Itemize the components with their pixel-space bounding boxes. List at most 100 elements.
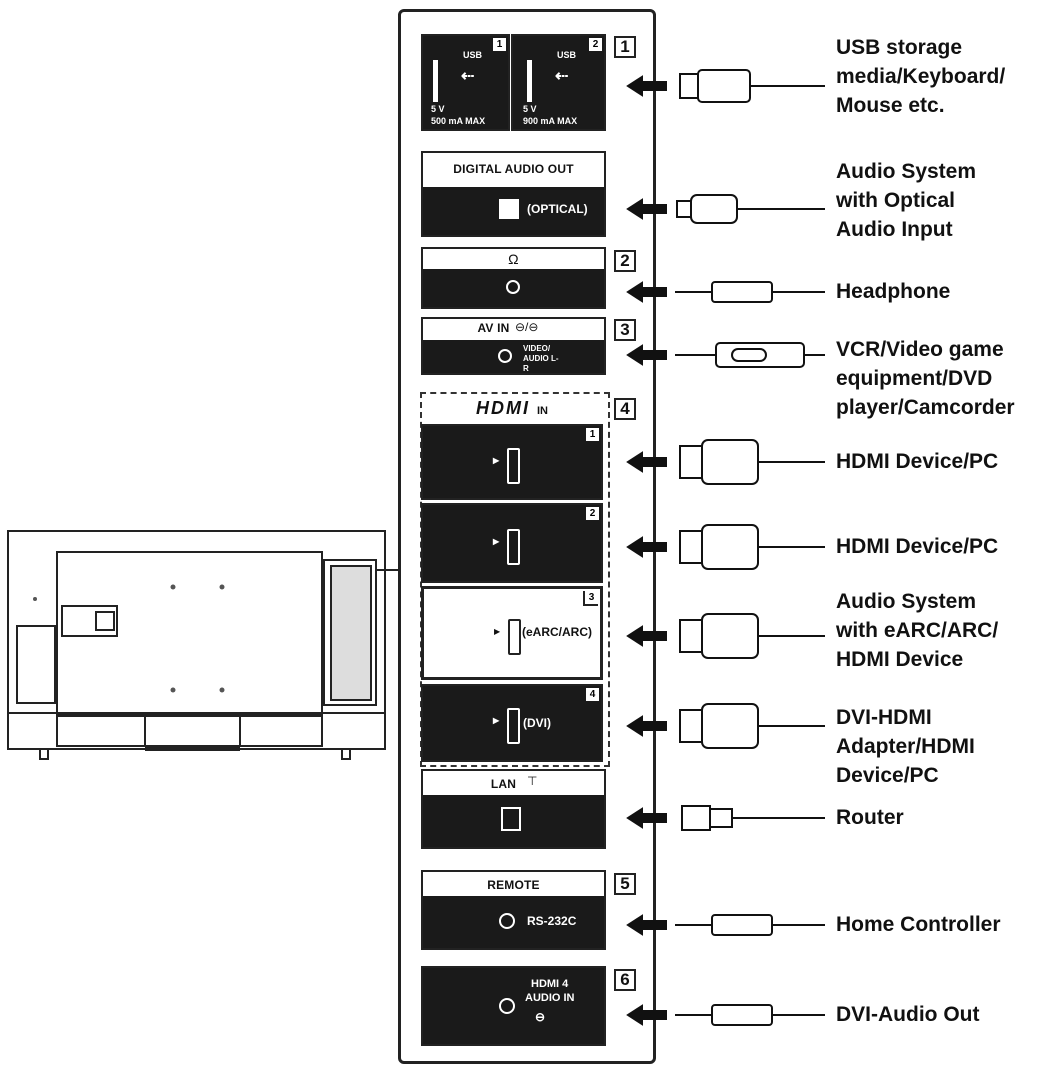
hdmi-in-text: IN bbox=[537, 405, 548, 417]
arrow-icon: ▶ bbox=[493, 456, 500, 465]
label-lan: Router bbox=[836, 803, 904, 832]
port-title: AV IN bbox=[477, 321, 510, 335]
label-dvi-audio: DVI-Audio Out bbox=[836, 1000, 979, 1029]
connection-panel bbox=[398, 9, 656, 1064]
label-line: HDMI Device/PC bbox=[836, 450, 999, 473]
port-panel: VIDEO/ AUDIO L-R bbox=[423, 340, 604, 373]
label-remote: Home Controller bbox=[836, 910, 1001, 939]
label-line: Audio Input bbox=[836, 218, 953, 241]
hdmi-port-4: 4 ▶ (DVI) bbox=[421, 684, 603, 762]
label-av: VCR/Video game equipment/DVD player/Camc… bbox=[836, 335, 1015, 422]
label-line: Mouse etc. bbox=[836, 94, 945, 117]
number-box-4: 4 bbox=[614, 398, 636, 420]
jack-icon bbox=[506, 280, 520, 294]
label-line: equipment/DVD bbox=[836, 367, 993, 390]
hdmi4-audio-in-port: HDMI 4 AUDIO IN ⊖ bbox=[421, 966, 606, 1046]
hdmi-port-number: 1 bbox=[586, 428, 599, 441]
hdmi-port-3: 3 ▶ (eARC/ARC) bbox=[421, 586, 603, 680]
label-line: HDMI Device bbox=[836, 648, 964, 671]
arrow-icon: ▶ bbox=[494, 627, 501, 636]
optical-jack bbox=[499, 199, 519, 219]
label-line: VCR/Video game bbox=[836, 338, 1004, 361]
port-panel bbox=[423, 269, 604, 307]
label-headphone: Headphone bbox=[836, 277, 950, 306]
port-subtitle: (DVI) bbox=[523, 716, 551, 730]
usb-port-title: USB bbox=[463, 50, 483, 60]
port-subtitle: RS-232C bbox=[527, 914, 577, 928]
arrow-icon: ▶ bbox=[493, 716, 500, 725]
number-box-6: 6 bbox=[614, 969, 636, 991]
usb-voltage: 5 V bbox=[523, 104, 537, 114]
port-subtitle: (eARC/ARC) bbox=[522, 625, 592, 639]
hdmi-logo: HDMI IN bbox=[421, 398, 603, 419]
network-icon: ⊤ bbox=[527, 774, 538, 788]
port-panel: RS-232C bbox=[423, 896, 604, 948]
label-line: Audio System bbox=[836, 160, 977, 183]
port-title: LAN bbox=[490, 777, 517, 791]
label-hdmi4: DVI-HDMI Adapter/HDMI Device/PC bbox=[836, 703, 975, 790]
usb-slot bbox=[527, 60, 532, 102]
label-hdmi1: HDMI Device/PC bbox=[836, 447, 998, 476]
usb-slot bbox=[433, 60, 438, 102]
jack-icon bbox=[498, 349, 512, 363]
label-optical: Audio System with Optical Audio Input bbox=[836, 157, 976, 244]
label-line: Adapter/HDMI bbox=[836, 735, 975, 758]
usb-icon: ⇠ bbox=[555, 68, 569, 85]
hdmi-port-1: 1 ▶ bbox=[421, 424, 603, 500]
port-panel bbox=[423, 795, 604, 847]
hdmi-slot bbox=[507, 708, 520, 744]
jack-icon bbox=[499, 998, 515, 1014]
label-line: Headphone bbox=[836, 280, 951, 303]
label-line: DVI-HDMI bbox=[836, 706, 932, 729]
hdmi-port-number: 2 bbox=[586, 507, 599, 520]
label-line: with Optical bbox=[836, 189, 956, 212]
hdmi-slot bbox=[508, 619, 521, 655]
port-subtitle: VIDEO/ AUDIO L-R bbox=[523, 344, 559, 373]
usb-current: 900 mA MAX bbox=[523, 116, 578, 126]
usb-current: 500 mA MAX bbox=[431, 116, 486, 126]
usb-voltage: 5 V bbox=[431, 104, 445, 114]
headphone-port: Ω bbox=[421, 247, 606, 309]
label-hdmi2: HDMI Device/PC bbox=[836, 532, 998, 561]
hdmi-slot bbox=[507, 448, 520, 484]
port-title-line-2: AUDIO IN bbox=[525, 992, 575, 1004]
label-line: media/Keyboard/ bbox=[836, 65, 1006, 88]
lan-port: LAN ⊤ bbox=[421, 769, 606, 849]
port-title-line-1: HDMI 4 bbox=[531, 978, 569, 990]
av-input-output-icon: ⊖/⊖ bbox=[515, 320, 539, 334]
port-title: DIGITAL AUDIO OUT bbox=[453, 162, 574, 176]
usb-port-title: USB bbox=[557, 50, 577, 60]
usb-icon: ⇠ bbox=[461, 68, 475, 85]
label-line: DVI-Audio Out bbox=[836, 1003, 980, 1026]
port-title: REMOTE bbox=[487, 878, 540, 892]
port-subtitle: (OPTICAL) bbox=[527, 202, 588, 216]
label-line: with eARC/ARC/ bbox=[836, 619, 999, 642]
hdmi-port-2: 2 ▶ bbox=[421, 503, 603, 583]
label-line: Device/PC bbox=[836, 764, 939, 787]
number-box-3: 3 bbox=[614, 319, 636, 341]
label-line: HDMI Device/PC bbox=[836, 535, 999, 558]
label-line: Audio System bbox=[836, 590, 977, 613]
usb-port-number: 2 bbox=[589, 38, 602, 51]
digital-audio-out-port: DIGITAL AUDIO OUT (OPTICAL) bbox=[421, 151, 606, 237]
number-box-1: 1 bbox=[614, 36, 636, 58]
ethernet-jack bbox=[501, 807, 521, 831]
hdmi-logo-text: HDMI bbox=[475, 398, 530, 418]
port-panel: (OPTICAL) bbox=[423, 187, 604, 235]
jack-icon bbox=[499, 913, 515, 929]
label-hdmi3: Audio System with eARC/ARC/ HDMI Device bbox=[836, 587, 998, 674]
usb-port-1: 1 USB ⇠ 5 V 500 mA MAX bbox=[421, 34, 510, 131]
usb-port-2: 2 USB ⇠ 5 V 900 mA MAX bbox=[511, 34, 606, 131]
number-box-5: 5 bbox=[614, 873, 636, 895]
label-usb: USB storage media/Keyboard/ Mouse etc. bbox=[836, 33, 1005, 120]
label-line: USB storage bbox=[836, 36, 963, 59]
label-line: Home Controller bbox=[836, 913, 1001, 936]
headphone-icon: Ω bbox=[508, 251, 519, 267]
audio-in-icon: ⊖ bbox=[535, 1010, 546, 1024]
remote-port: REMOTE RS-232C bbox=[421, 870, 606, 950]
label-line: player/Camcorder bbox=[836, 396, 1015, 419]
usb-port-number: 1 bbox=[493, 38, 506, 51]
number-box-2: 2 bbox=[614, 250, 636, 272]
arrow-icon: ▶ bbox=[493, 537, 500, 546]
